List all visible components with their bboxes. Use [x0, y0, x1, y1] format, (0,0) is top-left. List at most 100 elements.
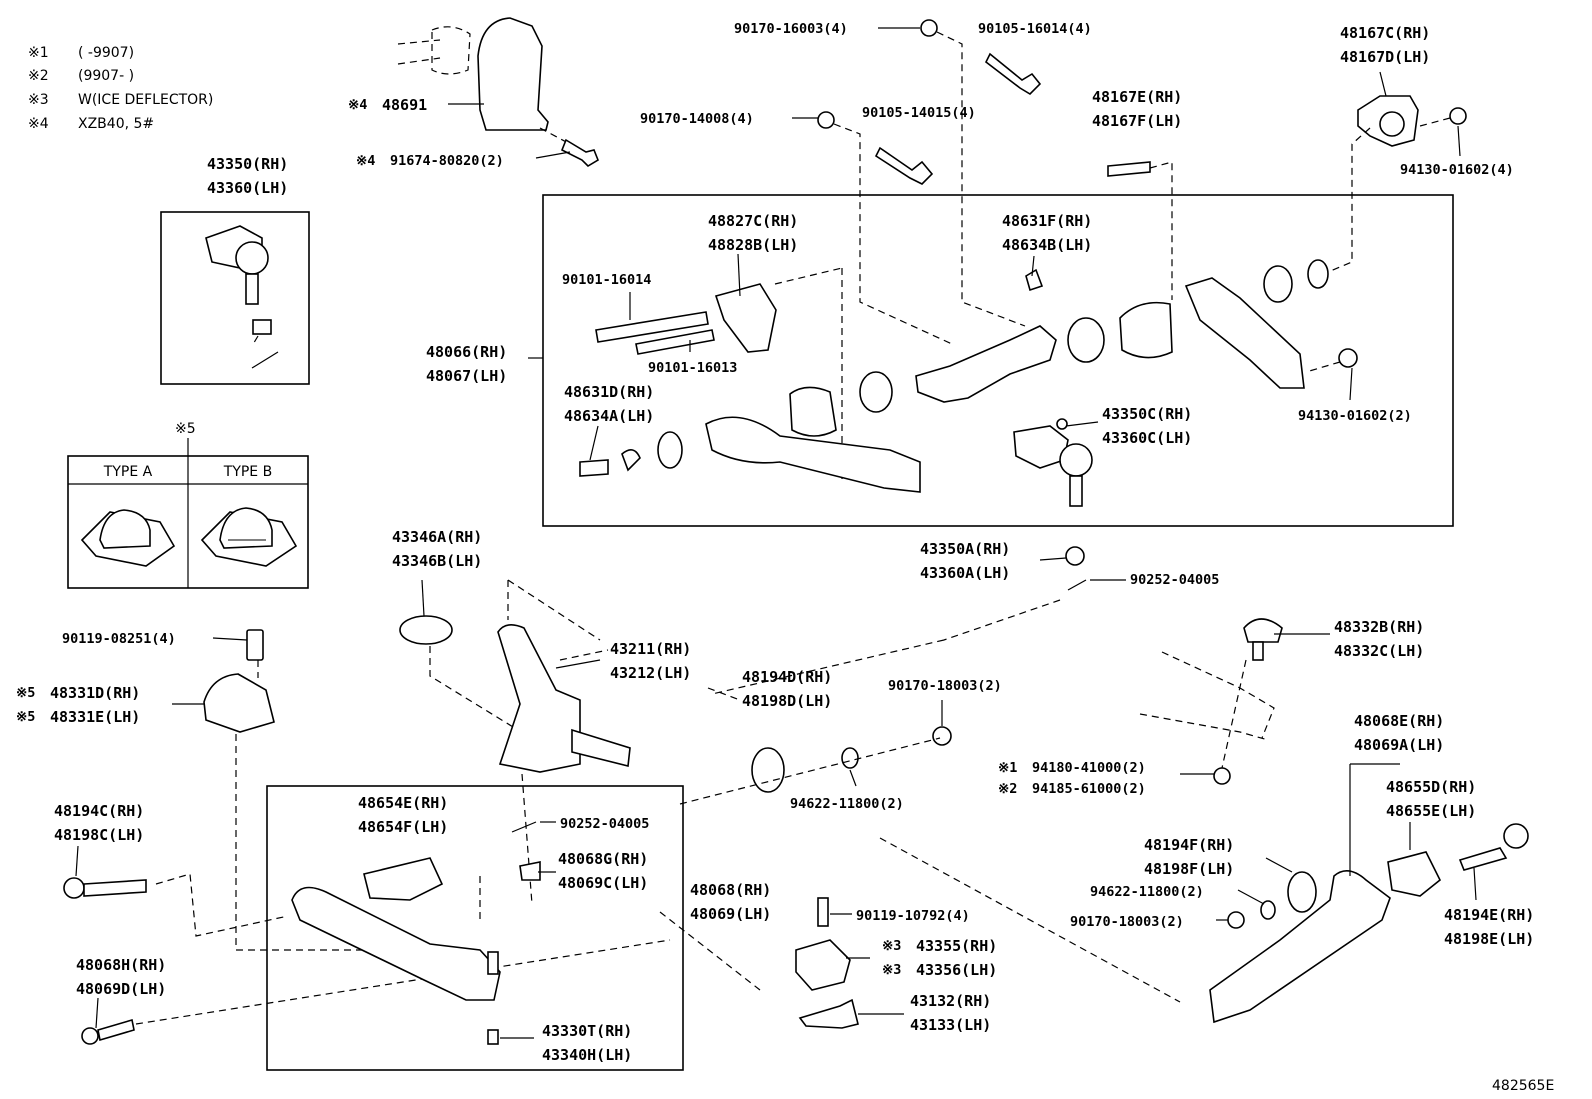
label-91674-mark: ※4: [356, 153, 375, 169]
note-2-text: (9907- ): [78, 68, 134, 84]
label-48167d: 48167D(LH): [1340, 48, 1430, 66]
bolt-48194c: [63, 873, 289, 937]
label-48691: 48691: [382, 96, 427, 114]
label-48654e: 48654E(RH): [358, 794, 448, 812]
label-48655e: 48655E(LH): [1386, 802, 1476, 820]
label-48631d: 48631D(RH): [564, 383, 654, 401]
label-48691-mark: ※4: [348, 97, 367, 113]
label-94622-11800-b: 94622-11800(2): [1090, 884, 1204, 900]
label-48194d: 48194D(RH): [742, 668, 832, 686]
label-48331e: 48331E(LH): [50, 708, 140, 726]
label-43355: 43355(RH): [916, 937, 997, 955]
label-48828b: 48828B(LH): [708, 236, 798, 254]
label-48332b: 48332B(RH): [1334, 618, 1424, 636]
label-94130-01602-4: 94130-01602(4): [1400, 162, 1514, 178]
type-a-header: TYPE A: [103, 464, 153, 480]
label-48827c: 48827C(RH): [708, 212, 798, 230]
note-4-text: XZB40, 5#: [78, 116, 154, 132]
ice-deflector-48691: [397, 17, 599, 168]
label-90105-14015: 90105-14015(4): [862, 105, 976, 121]
arm-assembly-parts: [579, 259, 1358, 507]
label-43212: 43212(LH): [610, 664, 691, 682]
ball-joint-48332b: [1139, 618, 1283, 785]
label-43350a: 43350A(RH): [920, 540, 1010, 558]
label-48194c: 48194C(RH): [54, 802, 144, 820]
label-90170-18003-b: 90170-18003(2): [1070, 914, 1184, 930]
label-48198d: 48198D(LH): [742, 692, 832, 710]
label-43346b: 43346B(LH): [392, 552, 482, 570]
label-43211: 43211(RH): [610, 640, 691, 658]
bolt-90119-10792: [659, 897, 859, 1029]
nut-43350a: [1065, 546, 1087, 591]
label-43355-mark: ※3: [882, 938, 901, 954]
label-43350c: 43350C(RH): [1102, 405, 1192, 423]
label-94180-41000: 94180-41000(2): [1032, 760, 1146, 776]
ball-joint-43350: [205, 225, 279, 369]
label-90252-04005-top: 90252-04005: [1130, 572, 1219, 588]
note-1-mark: ※1: [28, 45, 49, 61]
label-90170-14008: 90170-14008(4): [640, 111, 754, 127]
label-48198f: 48198F(LH): [1144, 860, 1234, 878]
label-48655d: 48655D(RH): [1386, 778, 1476, 796]
bumper-type-b-illustration: [200, 507, 298, 567]
label-94130-01602-2: 94130-01602(2): [1298, 408, 1412, 424]
type-b-header: TYPE B: [223, 464, 272, 480]
figure-id: 482565E: [1492, 1078, 1554, 1094]
label-48331e-mark: ※5: [16, 709, 35, 725]
label-48067: 48067(LH): [426, 367, 507, 385]
lower-arm-assembly-frame: [542, 194, 1454, 527]
label-43133: 43133(LH): [910, 1016, 991, 1034]
label-48331d-mark: ※5: [16, 685, 35, 701]
label-43356: 43356(LH): [916, 961, 997, 979]
label-48167c: 48167C(RH): [1340, 24, 1430, 42]
label-90170-18003-a: 90170-18003(2): [888, 678, 1002, 694]
ball-joint-frame: [160, 211, 310, 385]
label-43360: 43360(LH): [207, 179, 288, 197]
note-3-text: W(ICE DEFLECTOR): [78, 92, 213, 108]
label-43330t: 43330T(RH): [542, 1022, 632, 1040]
note-4-mark: ※4: [28, 116, 49, 132]
label-90119-10792: 90119-10792(4): [856, 908, 970, 924]
label-90119-08251: 90119-08251(4): [62, 631, 176, 647]
bracket-48167c: [1327, 95, 1467, 273]
washer-48194d: [679, 599, 1061, 805]
label-48068: 48068(RH): [690, 881, 771, 899]
knuckle-43211: [497, 624, 741, 905]
label-90170-16003: 90170-16003(4): [734, 21, 848, 37]
label-48634a: 48634A(LH): [564, 407, 654, 425]
label-48066: 48066(RH): [426, 343, 507, 361]
label-94180-mark: ※1: [998, 760, 1017, 776]
label-48068h: 48068H(RH): [76, 956, 166, 974]
arm-48068e: [879, 823, 1529, 1024]
bolt-48068h: [81, 939, 671, 1045]
label-48631f: 48631F(RH): [1002, 212, 1092, 230]
label-94185-mark: ※2: [998, 781, 1017, 797]
bumper-type-a-illustration: [80, 509, 176, 567]
label-43350: 43350(RH): [207, 155, 288, 173]
label-48068g: 48068G(RH): [558, 850, 648, 868]
label-43132: 43132(RH): [910, 992, 991, 1010]
type-table-marker: ※5: [175, 421, 196, 437]
lower-arm-frame: [266, 785, 684, 1071]
label-43360a: 43360A(LH): [920, 564, 1010, 582]
label-90101-16014: 90101-16014: [562, 272, 651, 288]
bumper-pad-43346a: [399, 579, 601, 731]
label-48167f: 48167F(LH): [1092, 112, 1182, 130]
label-48198c: 48198C(LH): [54, 826, 144, 844]
type-table: ※5 TYPE A TYPE B: [67, 421, 309, 589]
label-48194e: 48194E(RH): [1444, 906, 1534, 924]
label-48069: 48069(LH): [690, 905, 771, 923]
label-48068e: 48068E(RH): [1354, 712, 1444, 730]
lower-arm-48068: [291, 821, 541, 1045]
note-1-text: ( -9907): [78, 45, 134, 61]
label-48069d: 48069D(LH): [76, 980, 166, 998]
part-labels: ※4 48691 ※4 91674-80820(2) 90170-16003(4…: [16, 21, 1554, 1094]
label-43346a: 43346A(RH): [392, 528, 482, 546]
label-94185-61000: 94185-61000(2): [1032, 781, 1146, 797]
label-91674-80820: 91674-80820(2): [390, 153, 504, 169]
label-48069a: 48069A(LH): [1354, 736, 1444, 754]
label-48332c: 48332C(LH): [1334, 642, 1424, 660]
note-2-mark: ※2: [28, 68, 49, 84]
label-90252-04005-low: 90252-04005: [560, 816, 649, 832]
